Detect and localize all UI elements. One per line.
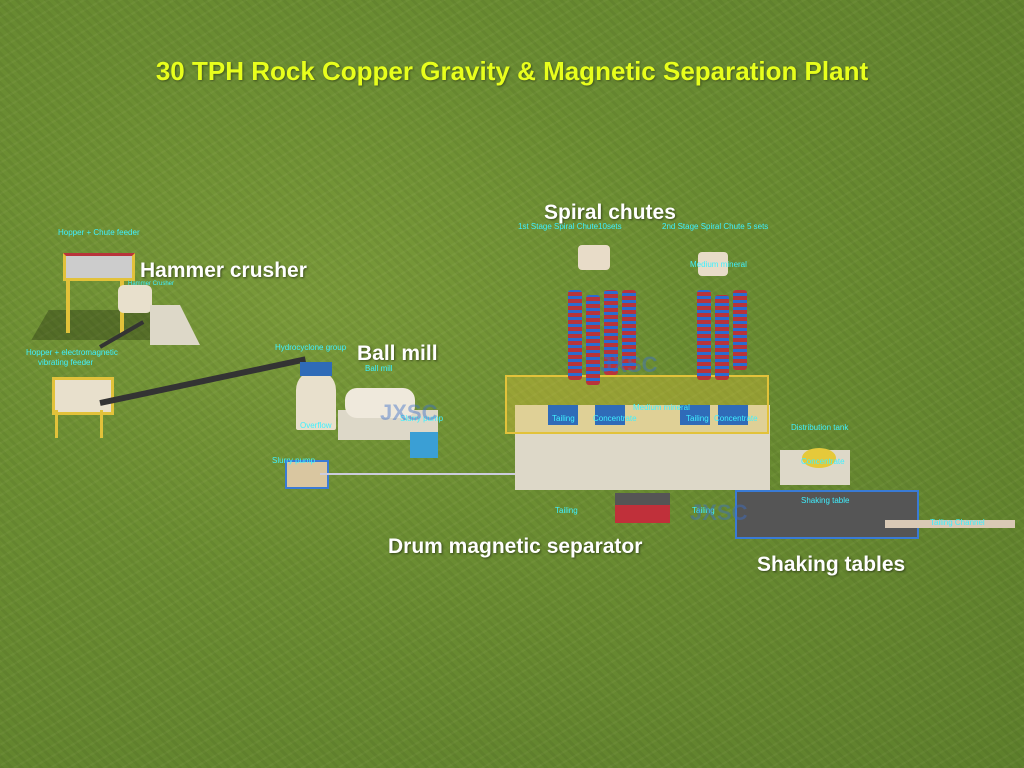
hydrocyclone-group — [300, 362, 332, 376]
label-concentrate: Concentrate — [714, 414, 758, 423]
watermark-logo: JXSC — [380, 400, 438, 425]
hammer-crusher-machine — [118, 285, 152, 313]
label-tailing: Tailing — [692, 506, 715, 515]
tailing-channel — [885, 520, 1015, 528]
label-slurry-pump: Slurry pump — [400, 414, 444, 423]
label-stage2-spiral: 2nd Stage Spiral Chute 5 sets — [662, 222, 769, 231]
label-concentrate-tank: Concentrate — [801, 457, 845, 466]
label-medium-mineral: Medium mineral — [633, 403, 690, 412]
label-distribution-tank: Distribution tank — [791, 423, 849, 432]
label-tailing-channel: Tailing Channel — [930, 518, 985, 527]
shaking-table-group — [735, 490, 919, 539]
label-hopper-vibrating-feeder: Hopper + electromagnetic — [26, 348, 118, 357]
feed-tank-2 — [698, 252, 728, 276]
label-stage1-spiral: 1st Stage Spiral Chute10sets — [518, 222, 622, 231]
watermark-logo: JXSC — [690, 500, 748, 525]
label-hydrocyclone-group: Hydrocyclone group — [275, 343, 347, 352]
spiral-chute — [622, 290, 636, 370]
label-medium-mineral-top: Medium mineral — [690, 260, 747, 269]
label-tailing: Tailing — [555, 506, 578, 515]
feed-tank-1 — [578, 245, 610, 270]
label-hammer-crusher-small: Hammer Crusher — [128, 281, 175, 287]
label-hopper-chute-feeder: Hopper + Chute feeder — [58, 228, 140, 237]
label-ball-mill-small: Ball mill — [365, 364, 393, 373]
pipe — [320, 473, 520, 475]
spiral-chute — [586, 295, 600, 385]
spiral-chute — [568, 290, 582, 380]
label-slurry-pump: Slurry pump — [272, 456, 316, 465]
label-overflow: Overflow — [300, 421, 332, 430]
collection-box — [595, 405, 625, 425]
label-shaking-tables: Shaking tables — [757, 553, 906, 576]
spiral-chute — [697, 290, 711, 380]
collection-box — [680, 405, 710, 425]
ball-mill-machine — [345, 388, 415, 418]
hydrocyclone-tower — [296, 370, 336, 430]
label-tailing: Tailing — [552, 414, 575, 423]
frame-leg — [55, 410, 58, 438]
slurry-pump — [410, 432, 438, 458]
spiral-chute — [715, 295, 729, 380]
spiral-chute — [604, 290, 618, 375]
page-title: 30 TPH Rock Copper Gravity & Magnetic Se… — [155, 56, 869, 86]
label-tailing: Tailing — [686, 414, 709, 423]
hopper-chute-feeder — [63, 253, 135, 281]
hopper-vibrating-feeder — [52, 377, 114, 415]
spiral-chute — [733, 290, 747, 370]
collection-box — [548, 405, 578, 425]
watermark-logo: JXSC — [600, 352, 658, 377]
frame-leg — [100, 410, 103, 438]
label-concentrate: Concentrate — [593, 414, 637, 423]
distribution-tank — [802, 448, 836, 468]
shadow — [31, 310, 169, 340]
label-shaking-table: Shaking table — [801, 496, 850, 505]
label-spiral-chutes: Spiral chutes — [544, 201, 676, 224]
label-hopper-vibrating-feeder-2: vibrating feeder — [38, 358, 94, 367]
label-drum-magnetic-separator: Drum magnetic separator — [388, 535, 643, 558]
label-hammer-crusher: Hammer crusher — [140, 259, 307, 282]
drum-magnetic-separator-machine — [615, 493, 670, 523]
frame-leg — [66, 278, 70, 333]
label-ball-mill: Ball mill — [357, 342, 438, 365]
collection-box — [718, 405, 748, 425]
